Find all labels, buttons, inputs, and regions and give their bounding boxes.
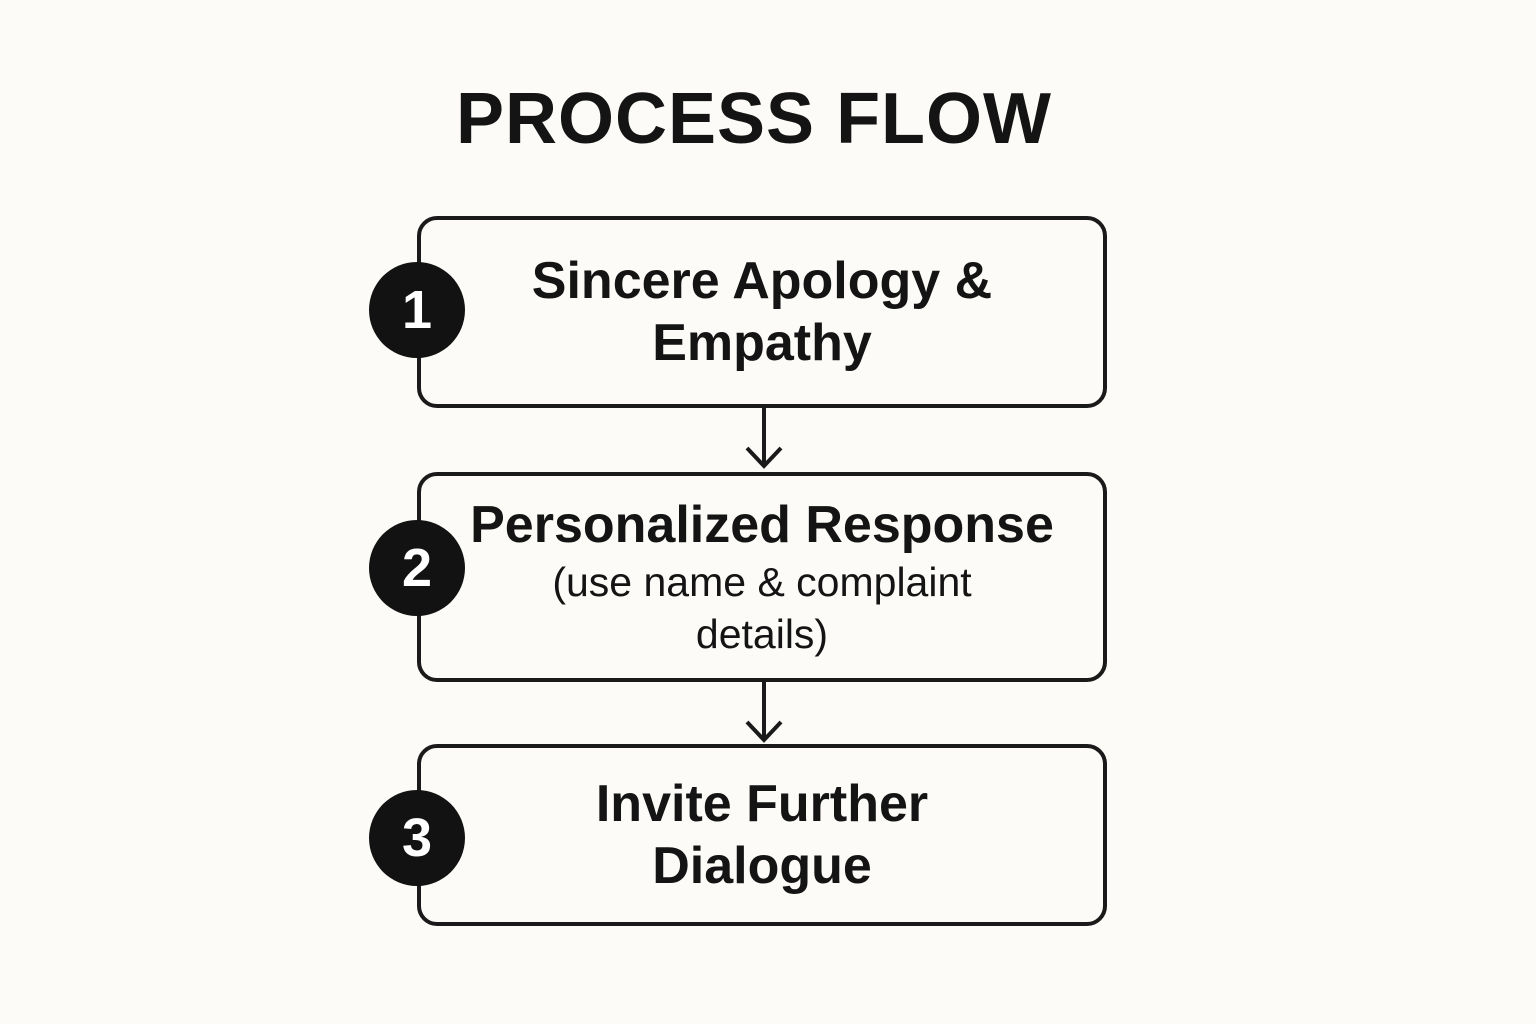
step-1-number-badge: 1 [369,262,465,358]
arrow-down-icon [745,406,783,469]
step-3-title: Invite Further Dialogue [595,775,929,895]
arrow-step-1-to-2 [744,406,784,472]
step-3-number-badge: 3 [369,790,465,886]
step-1-title: Sincere Apology & Empathy [531,252,993,372]
step-box-1: Sincere Apology & Empathy [417,216,1107,408]
step-2-subtitle: (use name & complaint details) [552,559,972,657]
diagram-title: PROCESS FLOW [455,79,1052,159]
arrow-down-icon [745,680,783,743]
step-2-title: Personalized Response [470,496,1054,554]
arrow-step-2-to-3 [744,680,784,746]
step-2-number-badge: 2 [369,520,465,616]
step-box-3: Invite Further Dialogue [417,744,1107,926]
step-box-2: Personalized Response (use name & compla… [417,472,1107,682]
